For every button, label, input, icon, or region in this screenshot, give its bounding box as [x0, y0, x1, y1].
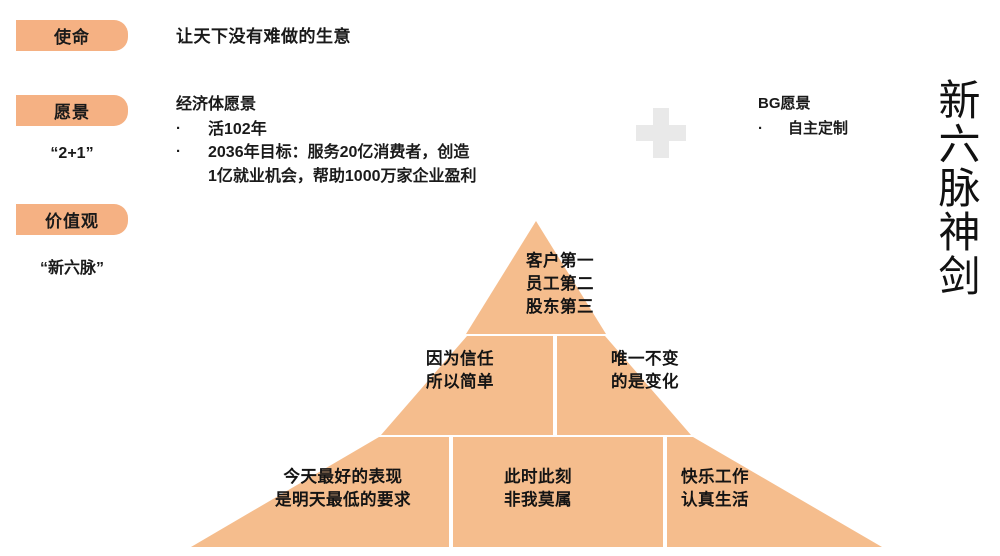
pyramid-bottom-text-1: 今天最好的表现 是明天最低的要求	[275, 468, 411, 509]
vertical-title: 新六脉神剑	[932, 78, 981, 298]
chip-values: 价值观	[16, 204, 128, 235]
economy-vision-bullet-1-text: 活102年	[208, 121, 267, 139]
chip-vision-label: 愿景	[54, 103, 90, 122]
pyramid-bottom-text-3: 快乐工作 认真生活	[681, 468, 749, 509]
economy-vision-block: 经济体愿景 · 活102年 · 2036年目标：服务20亿消费者，创造 1亿就业…	[176, 93, 477, 188]
bg-vision-heading: BG愿景	[758, 95, 811, 112]
bg-vision-bullet-1: · 自主定制	[758, 118, 848, 141]
values-pyramid: 客户第一 员工第二 股东第三 因为信任 所以简单 唯一不变 的是变化 今天最好的…	[185, 218, 885, 550]
chip-vision: 愿景	[16, 95, 128, 126]
plus-icon-vertical-bar	[653, 108, 669, 158]
bg-vision-block: BG愿景 · 自主定制	[758, 93, 848, 140]
economy-vision-bullet-2-text: 2036年目标：服务20亿消费者，创造 1亿就业机会，帮助1000万家企业盈利	[208, 144, 477, 185]
bullet-dot-icon: ·	[758, 119, 763, 137]
pyramid-shape	[191, 221, 882, 547]
vision-sub-caption: “2+1”	[50, 145, 94, 162]
economy-vision-bullet-1: · 活102年	[176, 118, 477, 141]
pyramid-middle-text-2: 唯一不变 的是变化	[611, 350, 679, 391]
mission-statement: 让天下没有难做的生意	[176, 27, 351, 46]
pyramid-middle-segment-right	[557, 336, 691, 435]
pyramid-bottom-text-2: 此时此刻 非我莫属	[504, 468, 572, 509]
bullet-dot-icon: ·	[176, 143, 181, 161]
pyramid-bottom-segment-right	[667, 437, 882, 547]
economy-vision-bullet-2: · 2036年目标：服务20亿消费者，创造 1亿就业机会，帮助1000万家企业盈…	[176, 141, 477, 187]
pyramid-apex-text: 客户第一 员工第二 股东第三	[526, 252, 594, 316]
values-sub-caption: “新六脉”	[39, 260, 104, 277]
economy-vision-heading: 经济体愿景	[176, 96, 257, 113]
chip-mission-label: 使命	[54, 28, 90, 47]
bullet-dot-icon: ·	[176, 120, 181, 138]
bg-vision-bullet-1-text: 自主定制	[788, 119, 849, 137]
pyramid-bottom-segment-left	[191, 437, 449, 547]
pyramid-apex-segment	[466, 221, 606, 334]
pyramid-middle-segment-left	[381, 336, 553, 435]
plus-icon	[636, 108, 686, 158]
pyramid-bottom-segment-center	[453, 437, 663, 547]
chip-mission: 使命	[16, 20, 128, 51]
chip-values-label: 价值观	[45, 212, 99, 231]
pyramid-middle-text-1: 因为信任 所以简单	[426, 350, 494, 391]
